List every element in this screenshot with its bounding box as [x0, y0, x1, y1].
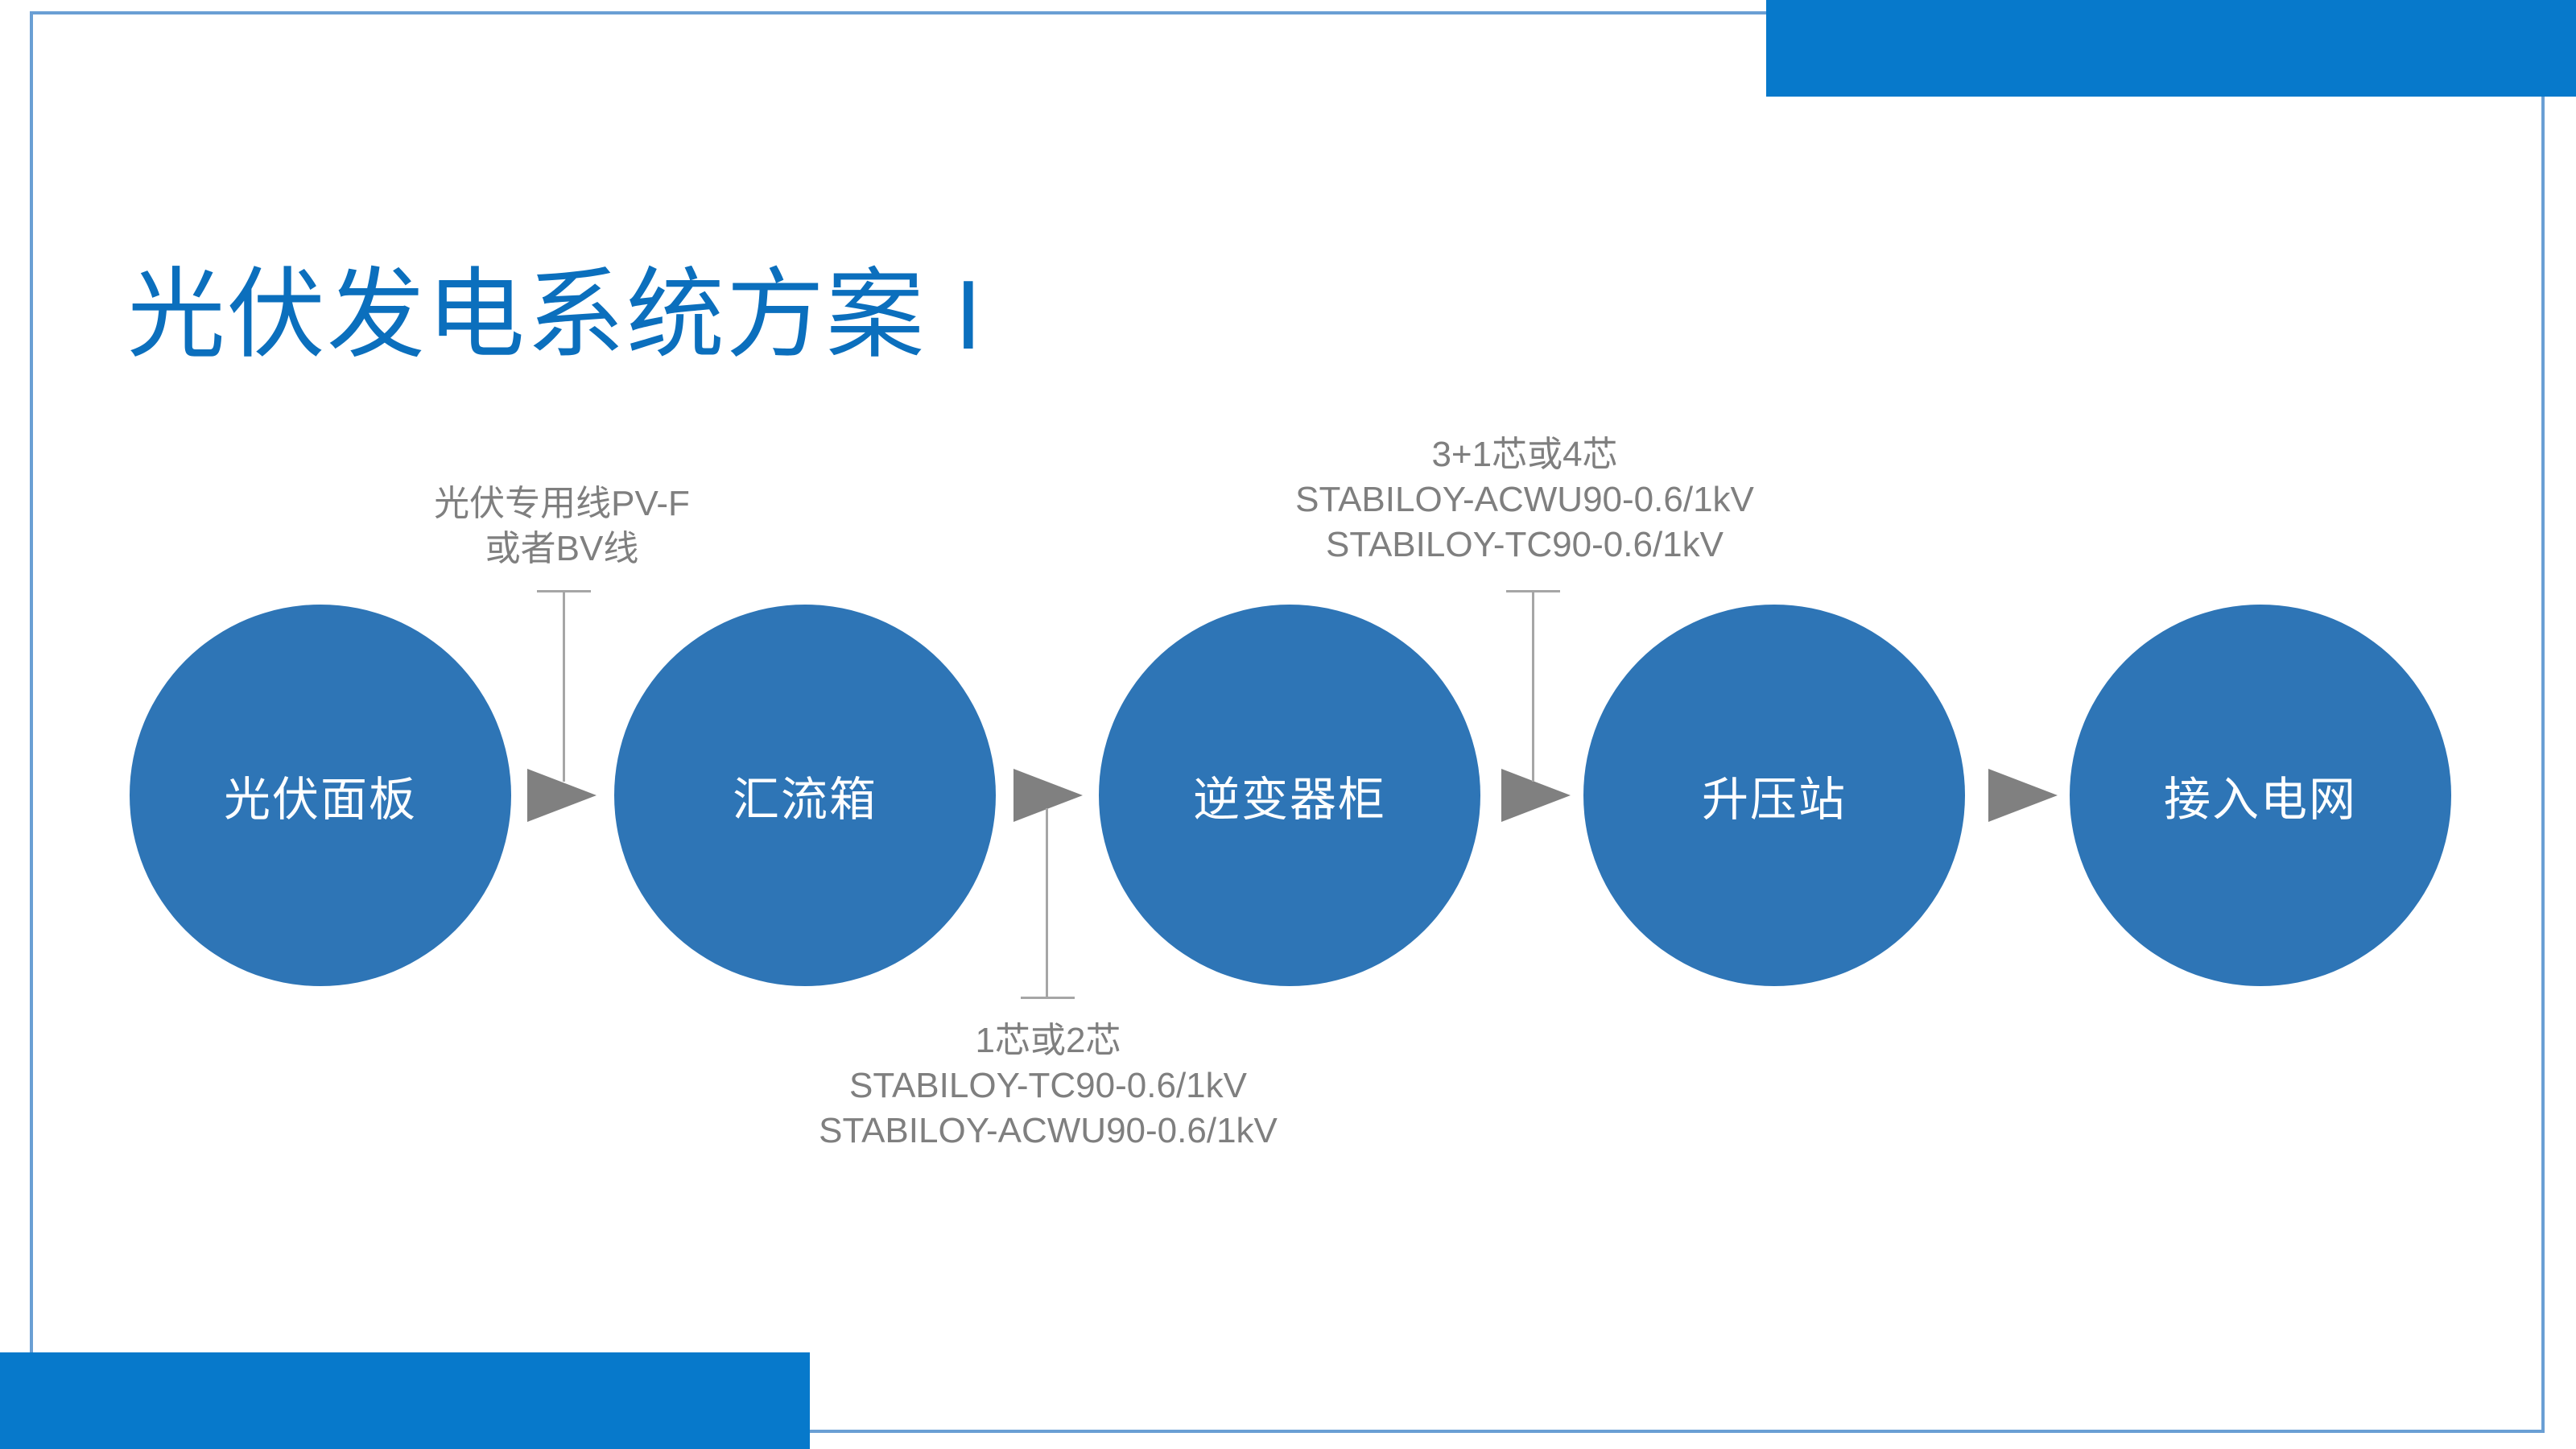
arrow-icon	[1988, 769, 2058, 822]
annotation-line: STABILOY-TC90-0.6/1kV	[848, 1066, 1247, 1105]
annotation-line: 或者BV线	[485, 529, 639, 568]
annotation-line: 3+1芯或4芯	[1431, 435, 1618, 474]
connector-line	[563, 592, 565, 782]
page-title: 光伏发电系统方案 I	[127, 260, 984, 369]
decorative-bar-top	[1766, 0, 2576, 97]
connector-line	[1046, 808, 1048, 998]
annotation-line: 光伏专用线PV-F	[434, 484, 690, 523]
node-pv-panel: 光伏面板	[130, 605, 511, 986]
connector-tick	[1021, 997, 1075, 999]
arrow-icon	[1501, 769, 1571, 822]
arrow-icon	[527, 769, 597, 822]
annotation-inverter-to-substation: 3+1芯或4芯 STABILOY-ACWU90-0.6/1kV STABILOY…	[1295, 432, 1754, 568]
node-inverter-cabinet: 逆变器柜	[1099, 605, 1480, 986]
annotation-line: STABILOY-TC90-0.6/1kV	[1325, 525, 1724, 564]
node-substation: 升压站	[1583, 605, 1965, 986]
annotation-line: 1芯或2芯	[975, 1021, 1121, 1060]
connector-tick	[537, 590, 591, 592]
node-combiner-box: 汇流箱	[614, 605, 996, 986]
connector-tick	[1506, 590, 1560, 592]
annotation-combiner-to-inverter: 1芯或2芯 STABILOY-TC90-0.6/1kV STABILOY-ACW…	[819, 1018, 1278, 1154]
node-grid-connection: 接入电网	[2070, 605, 2451, 986]
annotation-line: STABILOY-ACWU90-0.6/1kV	[1295, 480, 1754, 519]
arrow-icon	[1013, 769, 1083, 822]
connector-line	[1532, 592, 1534, 782]
decorative-bar-bottom	[0, 1352, 810, 1449]
slide-frame	[30, 11, 2545, 1433]
annotation-line: STABILOY-ACWU90-0.6/1kV	[819, 1111, 1278, 1150]
annotation-panel-to-combiner: 光伏专用线PV-F 或者BV线	[434, 481, 690, 572]
